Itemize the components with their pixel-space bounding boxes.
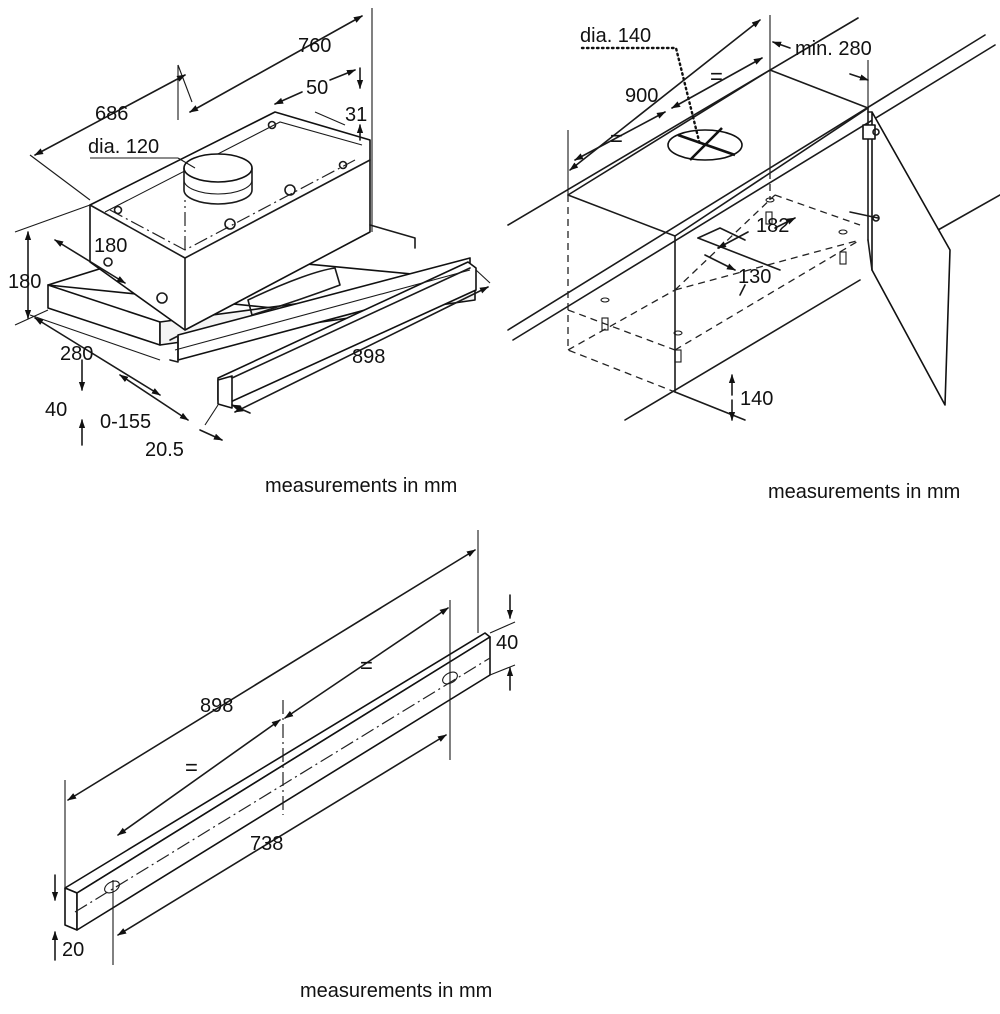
dim-900: 900 xyxy=(625,85,658,107)
hood-dimensions xyxy=(14,8,491,446)
dim-50: 50 xyxy=(306,77,328,99)
panel-strip xyxy=(64,632,491,931)
screw-markers xyxy=(600,197,848,363)
caption-figure2: measurements in mm xyxy=(768,481,960,503)
caption-figure3: measurements in mm xyxy=(300,980,492,1002)
equal-sign-right-panel: = xyxy=(360,653,373,678)
figure-front-panel: 898 = = 40 738 20 measurements in mm xyxy=(51,530,518,1002)
dim-738: 738 xyxy=(250,833,283,855)
cabinet-dimension-labels: dia. 140 min. 280 900 = = 182 130 140 xyxy=(580,25,872,410)
figure-hood-isometric: 760 686 50 31 dia. 120 180 180 280 40 0-… xyxy=(8,8,491,497)
dim-20-panel: 20 xyxy=(62,939,84,961)
caption-figure1: measurements in mm xyxy=(265,475,457,497)
dim-140: 140 xyxy=(740,388,773,410)
equal-sign-left-panel: = xyxy=(185,755,198,780)
dim-898: 898 xyxy=(352,346,385,368)
dim-182: 182 xyxy=(756,215,789,237)
dim-40: 40 xyxy=(45,399,67,421)
panel-dimension-labels: 898 = = 40 738 20 xyxy=(62,632,518,961)
hood-dimension-labels: 760 686 50 31 dia. 120 180 180 280 40 0-… xyxy=(8,35,385,461)
figure-cabinet-installation: dia. 140 min. 280 900 = = 182 130 140 me… xyxy=(507,15,1000,503)
dim-898-panel: 898 xyxy=(200,695,233,717)
equal-sign-left: = xyxy=(610,126,623,151)
dim-20-5: 20.5 xyxy=(145,439,184,461)
panel-dimensions xyxy=(51,530,516,965)
equal-sign-right: = xyxy=(710,64,723,89)
dim-130: 130 xyxy=(738,266,771,288)
dim-180-inner: 180 xyxy=(94,235,127,257)
dim-760: 760 xyxy=(298,35,331,57)
dim-dia-140: dia. 140 xyxy=(580,25,651,47)
dim-min-280: min. 280 xyxy=(795,38,872,60)
dim-180-height: 180 xyxy=(8,271,41,293)
cabinet-structure xyxy=(507,15,1000,421)
dim-686: 686 xyxy=(95,103,128,125)
cabinet-dimensions xyxy=(567,19,869,421)
dim-31: 31 xyxy=(345,104,367,126)
dim-dia-120: dia. 120 xyxy=(88,136,159,158)
dim-280: 280 xyxy=(60,343,93,365)
dim-0-155: 0-155 xyxy=(100,411,151,433)
dim-40-panel: 40 xyxy=(496,632,518,654)
